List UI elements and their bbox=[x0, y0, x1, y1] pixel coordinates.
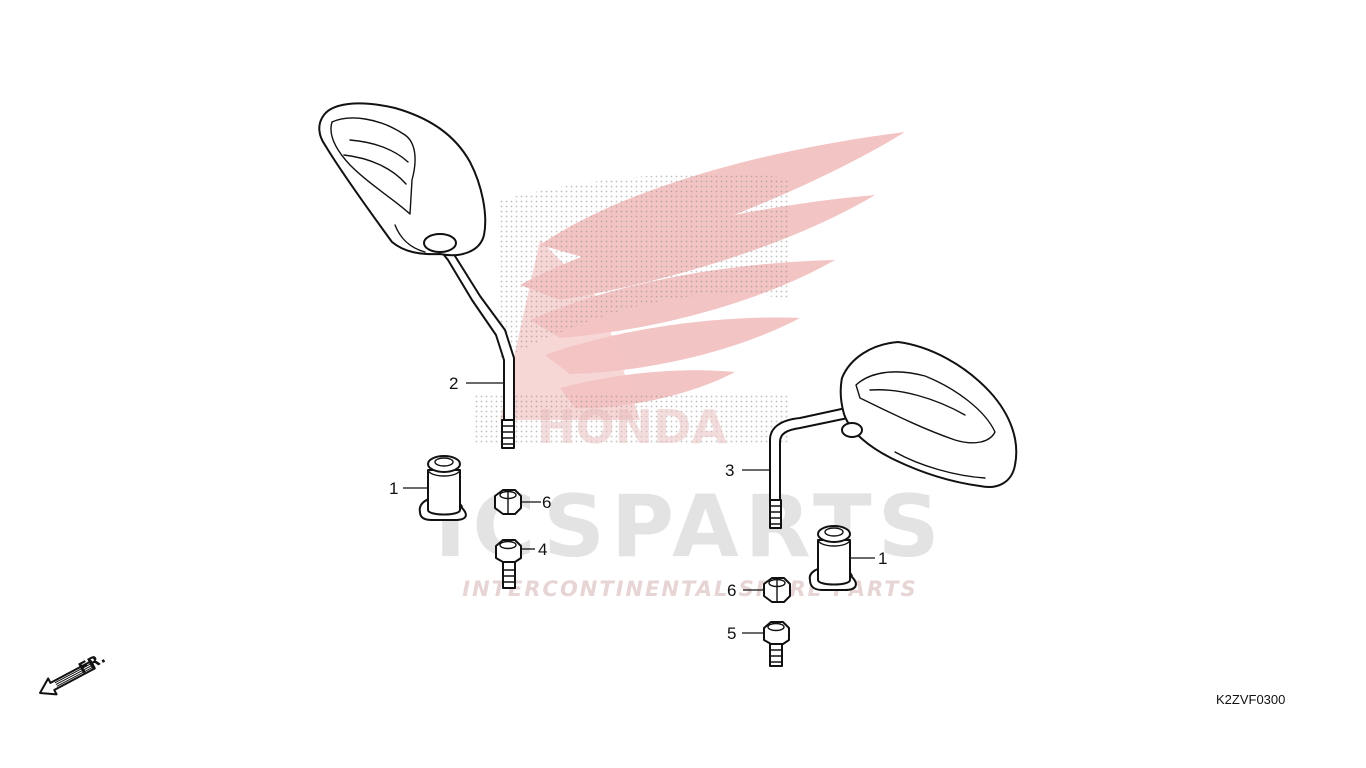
callout-right-mirror: 3 bbox=[725, 461, 734, 480]
callout-left-grommet: 1 bbox=[389, 479, 398, 498]
left-nut bbox=[494, 489, 522, 515]
left-grommet bbox=[418, 455, 467, 521]
callout-left-nut: 6 bbox=[542, 493, 551, 512]
watermark-brand-text: HONDA bbox=[537, 400, 727, 454]
diagram-code: K2ZVF0300 bbox=[1216, 692, 1285, 707]
right-nut bbox=[763, 577, 791, 603]
callout-right-nut: 6 bbox=[727, 581, 736, 600]
right-grommet bbox=[808, 525, 857, 591]
callout-left-mirror: 2 bbox=[449, 374, 458, 393]
right-adapter bbox=[763, 621, 790, 667]
callout-left-adapter: 4 bbox=[538, 540, 547, 559]
front-direction-indicator: FR. bbox=[39, 649, 108, 696]
honda-wing-logo bbox=[475, 132, 905, 445]
leader-lines bbox=[403, 382, 875, 634]
left-adapter bbox=[495, 539, 522, 589]
callout-right-grommet: 1 bbox=[878, 549, 887, 568]
callout-right-adapter: 5 bbox=[727, 624, 736, 643]
right-mirror bbox=[769, 341, 1018, 529]
left-mirror bbox=[318, 102, 515, 449]
front-arrow-icon bbox=[39, 660, 96, 696]
